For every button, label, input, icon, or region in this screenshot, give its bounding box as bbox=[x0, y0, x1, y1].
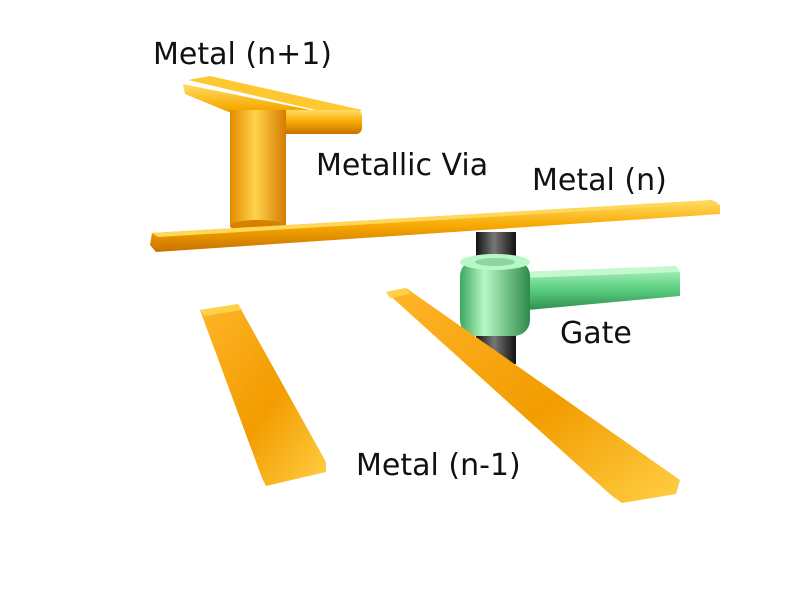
label-metal-n-plus-1: Metal (n+1) bbox=[153, 37, 332, 72]
gate-arm bbox=[520, 266, 680, 310]
metal-n-minus-1-right-bar bbox=[386, 288, 680, 503]
metal-n-bar bbox=[150, 200, 720, 252]
label-metal-n-minus-1: Metal (n-1) bbox=[356, 448, 521, 483]
label-gate: Gate bbox=[560, 316, 632, 351]
gate-cylinder bbox=[460, 254, 530, 336]
metallic-via bbox=[230, 110, 286, 232]
metal-n-plus-1-bar bbox=[183, 76, 362, 134]
label-metallic-via: Metallic Via bbox=[316, 148, 488, 183]
metal-n-minus-1-left-bar bbox=[200, 304, 326, 486]
label-metal-n: Metal (n) bbox=[532, 163, 667, 198]
